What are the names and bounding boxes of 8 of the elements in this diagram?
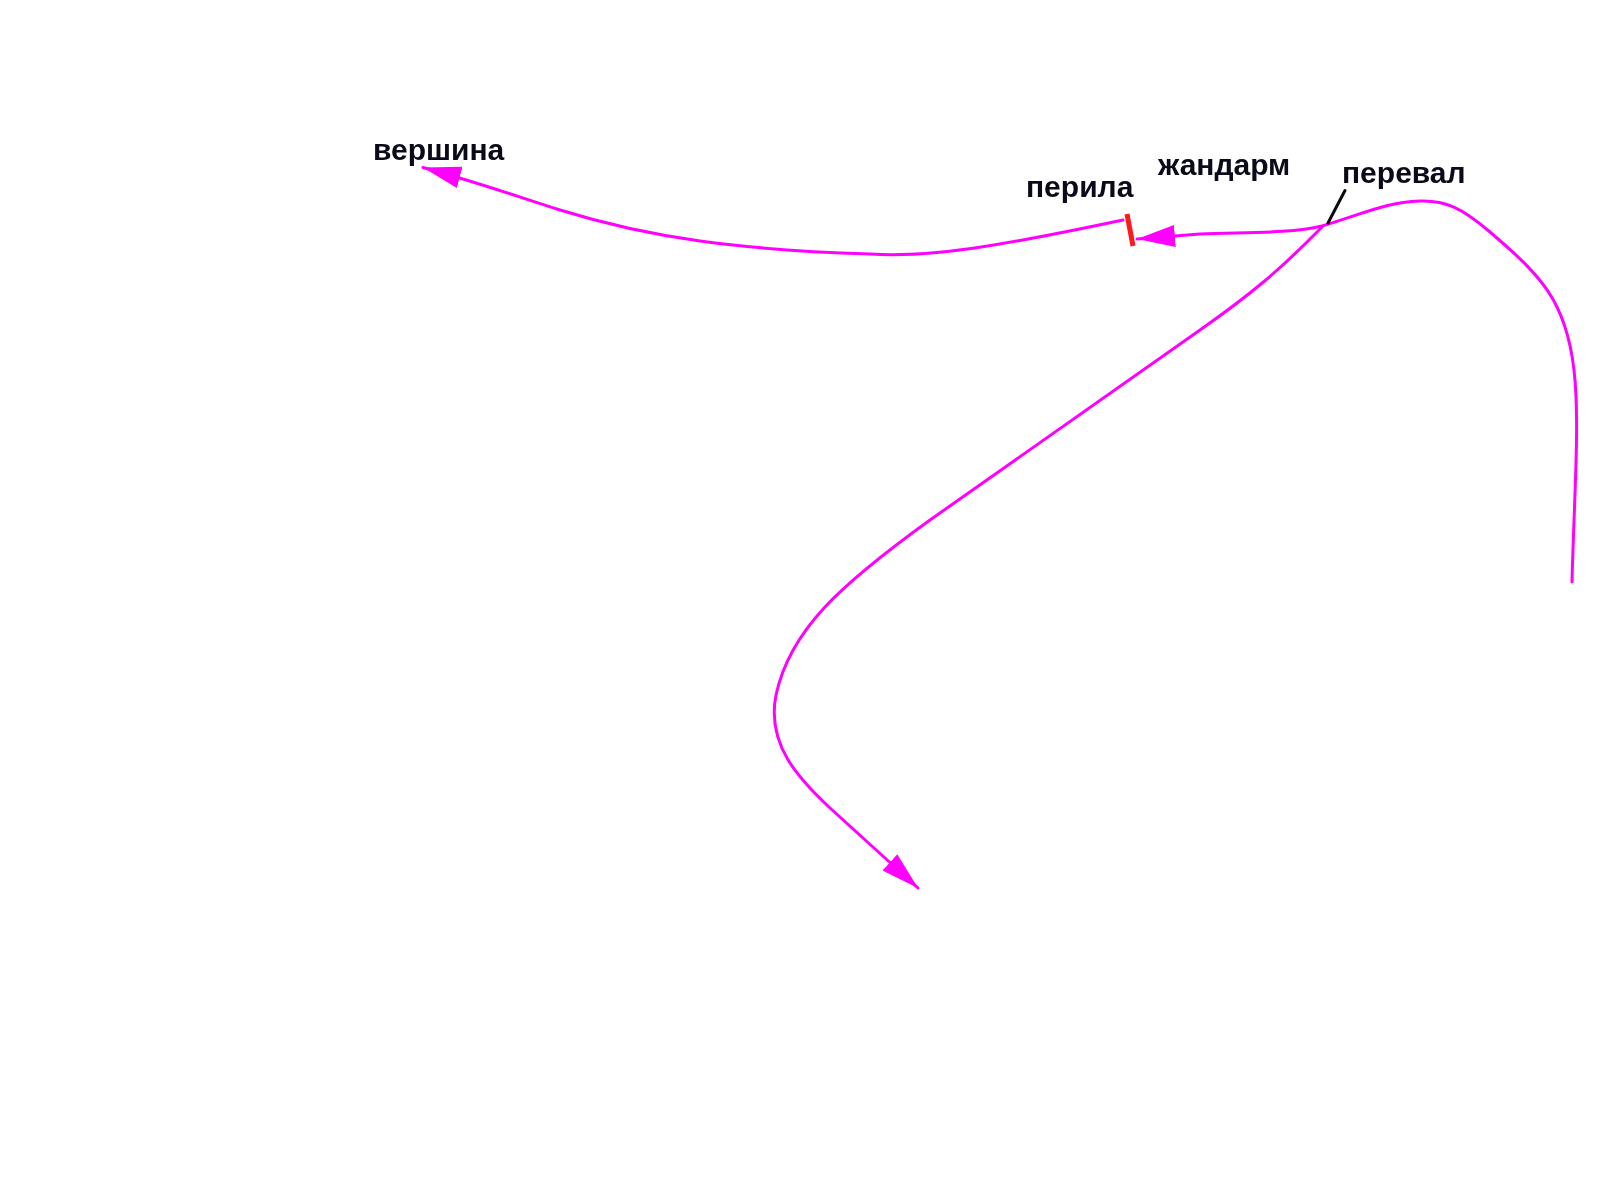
place-label: перила — [1026, 170, 1134, 205]
leader-line — [1326, 189, 1347, 225]
route-arrow — [421, 166, 1125, 257]
place-label: вершина — [373, 133, 505, 168]
place-label: жандарм — [1158, 148, 1291, 183]
route-arrow — [1135, 199, 1579, 584]
place-label: перевал — [1342, 156, 1466, 191]
tick-mark — [1123, 211, 1137, 249]
